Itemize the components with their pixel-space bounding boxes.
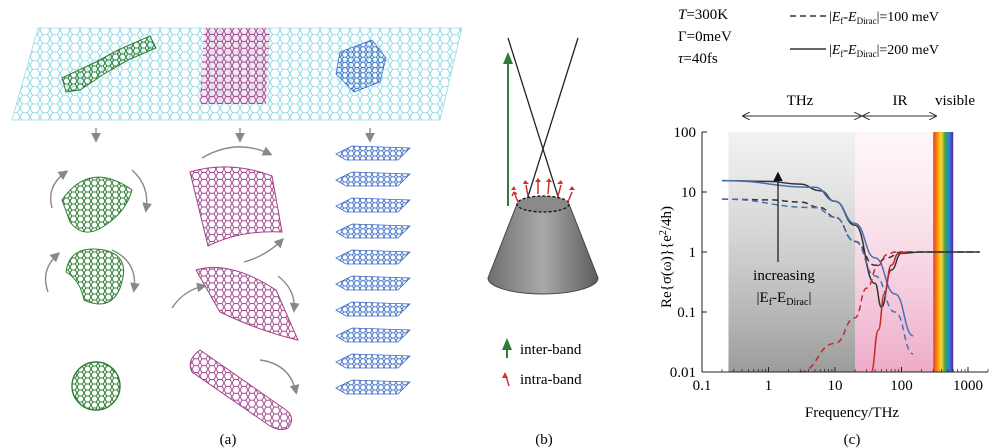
legend-100mev-label: |Ef-EDirac|=100 meV	[829, 10, 939, 26]
graphite-stack	[335, 145, 411, 395]
graphene-layer	[335, 249, 411, 265]
series-line-2	[722, 198, 914, 355]
legend-200mev-label: |Ef-EDirac|=200 meV	[829, 43, 939, 59]
x-tick-label: 1000	[953, 378, 983, 394]
panel-a: (a)	[11, 27, 463, 448]
graphene-layer	[335, 327, 411, 343]
legend-interband-arrow-icon	[502, 338, 512, 350]
series-line-5	[870, 251, 907, 373]
annotation-increasing: increasing	[753, 268, 815, 284]
graphene-layer	[335, 301, 411, 317]
graphene-layer	[335, 171, 411, 187]
c60-fullerene	[71, 361, 121, 411]
series-line-4	[800, 251, 902, 373]
x-tick-label: 100	[890, 378, 913, 394]
graphene-layer	[335, 353, 411, 369]
series-line-0	[722, 198, 980, 267]
plot-lines	[722, 179, 980, 373]
panel-b-label: (b)	[535, 432, 553, 448]
y-tick-label: 0.01	[670, 365, 696, 381]
x-tick-label: 1	[765, 378, 773, 394]
x-axis-label: Frequency/THz	[805, 405, 899, 421]
graphene-layer	[335, 379, 411, 395]
panel-a-label: (a)	[220, 432, 237, 448]
x-tick-label: 0.1	[693, 378, 712, 394]
annotation-ef-edirac: |Ef-EDirac|	[757, 290, 812, 308]
y-tick-label: 100	[674, 125, 697, 141]
y-tick-label: 10	[681, 185, 696, 201]
graphene-layer	[335, 223, 411, 239]
param-tau: τ=40fs	[678, 51, 718, 67]
param-gamma: Γ=0meV	[678, 29, 732, 45]
y-axis-label: Re{σ(ω)}{e2/4h)	[658, 206, 675, 308]
region-thz-label: THz	[787, 93, 814, 109]
dirac-cone-lower	[487, 203, 599, 295]
nanotube-rolling	[171, 146, 300, 431]
graphene-layer	[335, 197, 411, 213]
panel-b: inter-band intra-band (b)	[487, 37, 599, 448]
intraband-arrows	[511, 181, 573, 203]
y-tick-label: 0.1	[677, 305, 696, 321]
panel-c: T=300K Γ=0meV τ=40fs |Ef-EDirac|=100 meV…	[658, 7, 989, 448]
fermi-level-ellipse	[516, 195, 570, 213]
param-T: T=300K	[678, 7, 728, 23]
series-line-1	[722, 179, 980, 308]
legend-intraband-label: intra-band	[520, 372, 582, 388]
fullerene-wrapping	[44, 169, 152, 411]
graphene-layer	[335, 145, 411, 161]
graphene-layer	[335, 275, 411, 291]
intraband-heads	[511, 178, 575, 190]
region-visible-label: visible	[935, 93, 975, 109]
legend-interband-label: inter-band	[520, 342, 582, 358]
green-fullerene-pattern	[61, 35, 157, 93]
series-line-3	[722, 179, 914, 337]
panel-c-label: (c)	[844, 432, 861, 448]
region-thz-band	[728, 132, 856, 372]
y-tick-label: 1	[689, 245, 697, 261]
x-tick-label: 10	[827, 378, 842, 394]
region-ir-label: IR	[893, 93, 908, 109]
blue-graphite-pattern	[335, 39, 387, 93]
